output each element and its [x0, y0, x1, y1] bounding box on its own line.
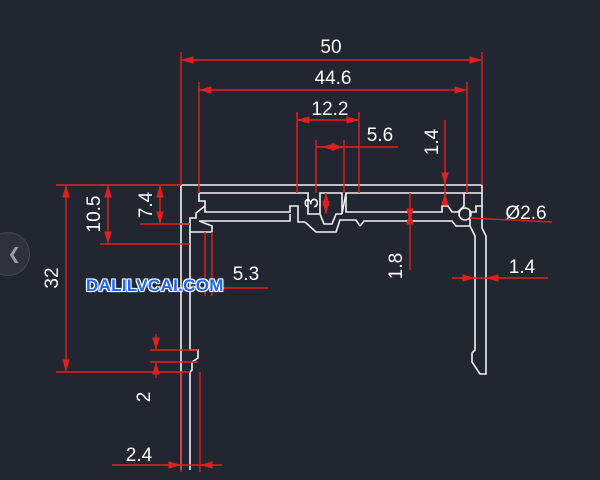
dim-left-height: 10.5 — [84, 196, 105, 233]
dim-total-height: 32 — [42, 267, 63, 288]
dim-slot-width: 5.6 — [367, 125, 393, 146]
dim-slot-depth: 3 — [302, 198, 323, 209]
watermark-text: DALILVCAI.COM — [86, 276, 224, 295]
dim-lip-offset: 5.3 — [233, 264, 259, 285]
dim-side-wall: 1.4 — [509, 257, 536, 278]
dim-hole-diameter: Ø2.6 — [505, 203, 546, 224]
dim-overall-width: 50 — [320, 37, 341, 58]
dim-inner-step: 1.8 — [386, 253, 407, 279]
aluminium-profile-outline — [180, 184, 487, 470]
dim-flange-height: 7.4 — [136, 191, 157, 218]
dim-inner-width: 44.6 — [315, 68, 352, 89]
dim-center-channel: 12.2 — [312, 99, 349, 120]
chevron-left-icon: ❮ — [7, 246, 21, 263]
dimension-labels: 50 44.6 12.2 5.6 1.4 10.5 7.4 3 Ø2.6 1.8… — [42, 37, 547, 466]
dim-top-wall: 1.4 — [422, 128, 443, 155]
dim-lip-height: 2 — [134, 392, 155, 403]
dim-leg-width: 2.4 — [126, 445, 153, 466]
dimension-lines — [56, 52, 553, 472]
previous-image-button[interactable]: ❮ — [0, 232, 30, 276]
